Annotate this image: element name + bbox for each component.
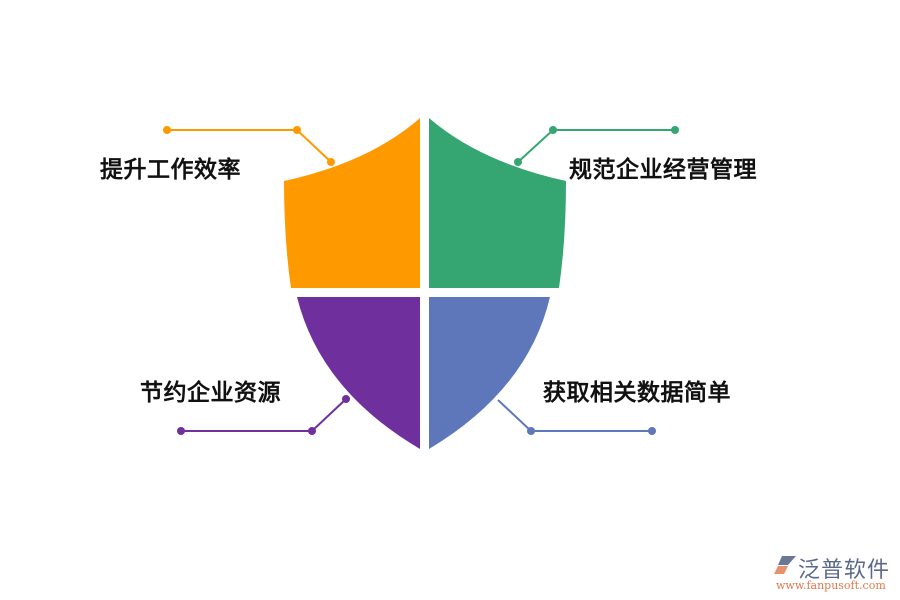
label-top-right: 规范企业经营管理 bbox=[569, 157, 757, 183]
connector-top-left bbox=[163, 126, 335, 166]
shield-quadrant-bottom-right bbox=[429, 297, 550, 449]
connector-bottom-right bbox=[497, 399, 656, 435]
shield-quadrant-top-left bbox=[284, 118, 420, 288]
watermark-url: www.fanpusoft.com bbox=[776, 579, 886, 592]
shield-quadrant-bottom-left bbox=[297, 297, 420, 449]
label-bottom-right: 获取相关数据简单 bbox=[543, 380, 731, 406]
label-bottom-left: 节约企业资源 bbox=[140, 380, 281, 406]
connector-top-right bbox=[514, 126, 679, 166]
watermark-brand: 泛普软件 bbox=[798, 558, 891, 583]
shield-quadrant-top-right bbox=[429, 118, 566, 288]
label-top-left: 提升工作效率 bbox=[100, 157, 241, 183]
fanpu-logo-icon bbox=[774, 556, 796, 574]
watermark-logo: 泛普软件 www.fanpusoft.com bbox=[768, 550, 898, 598]
connector-bottom-left bbox=[177, 395, 350, 435]
